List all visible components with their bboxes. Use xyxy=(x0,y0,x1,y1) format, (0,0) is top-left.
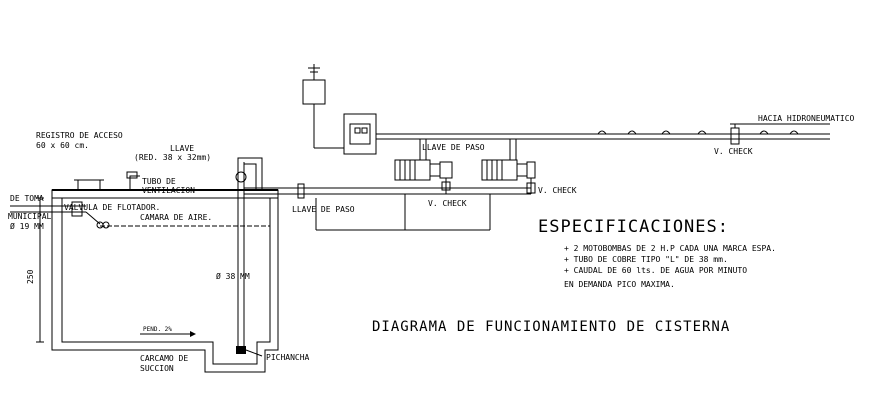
camara-label: CAMARA DE AIRE. xyxy=(140,213,212,222)
pichancha-label: PICHANCHA xyxy=(266,353,310,362)
llave-paso-top-label: LLAVE DE PASO xyxy=(422,143,485,152)
dimension-250: 250 xyxy=(26,269,35,284)
pipe-diameter-label: Ø 38 MM xyxy=(216,271,250,281)
municipal-inlet xyxy=(10,201,110,229)
pump-1 xyxy=(394,159,453,194)
vcheck-label-1: V. CHECK xyxy=(428,199,467,208)
carcamo-label-2: SUCCION xyxy=(140,364,174,373)
llave-top-spec: (RED. 38 x 32mm) xyxy=(134,153,211,162)
pump-2 xyxy=(405,159,536,195)
spec-item: + 2 MOTOBOMBAS DE 2 H.P CADA UNA MARCA E… xyxy=(564,244,776,253)
pressure-box xyxy=(343,113,377,155)
cistern-tank xyxy=(36,179,279,373)
specs-heading: ESPECIFICACIONES: xyxy=(538,217,729,237)
tubo-vent-label: TUBO DE xyxy=(142,177,176,186)
control-panel xyxy=(302,64,344,149)
toma-label-2: MUNICIPAL xyxy=(8,212,52,221)
discharge-manifold xyxy=(376,123,830,160)
toma-label: DE TOMA xyxy=(10,194,44,203)
llave-top-label: LLAVE xyxy=(170,144,194,153)
valvula-label: VALVULA DE FLOTADOR. xyxy=(64,203,160,212)
vcheck-label-3: V. CHECK xyxy=(714,147,753,156)
vcheck-label-2: V. CHECK xyxy=(538,186,577,195)
ventilation-tube xyxy=(126,171,140,190)
carcamo-label: CARCAMO DE xyxy=(140,354,188,363)
registro-label: REGISTRO DE ACCESO xyxy=(36,131,123,140)
registro-size: 60 x 60 cm. xyxy=(36,141,89,150)
toma-diameter: Ø 19 MM xyxy=(10,221,44,231)
slope-label: PEND. 2% xyxy=(143,326,172,333)
tubo-vent-label-2: VENTILACION xyxy=(142,186,195,195)
llave-paso-bottom-label: LLAVE DE PASO xyxy=(292,205,355,214)
suction-pipe xyxy=(140,157,263,357)
diagram-title: DIAGRAMA DE FUNCIONAMIENTO DE CISTERNA xyxy=(372,319,730,335)
spec-item: + CAUDAL DE 60 lts. DE AGUA POR MINUTO xyxy=(564,266,747,275)
spec-item: EN DEMANDA PICO MAXIMA. xyxy=(564,280,675,289)
hidroneumatico-label: HACIA HIDRONEUMATICO xyxy=(758,114,855,123)
spec-item: + TUBO DE COBRE TIPO "L" DE 38 mm. xyxy=(564,255,728,264)
main-pipe xyxy=(244,183,491,231)
